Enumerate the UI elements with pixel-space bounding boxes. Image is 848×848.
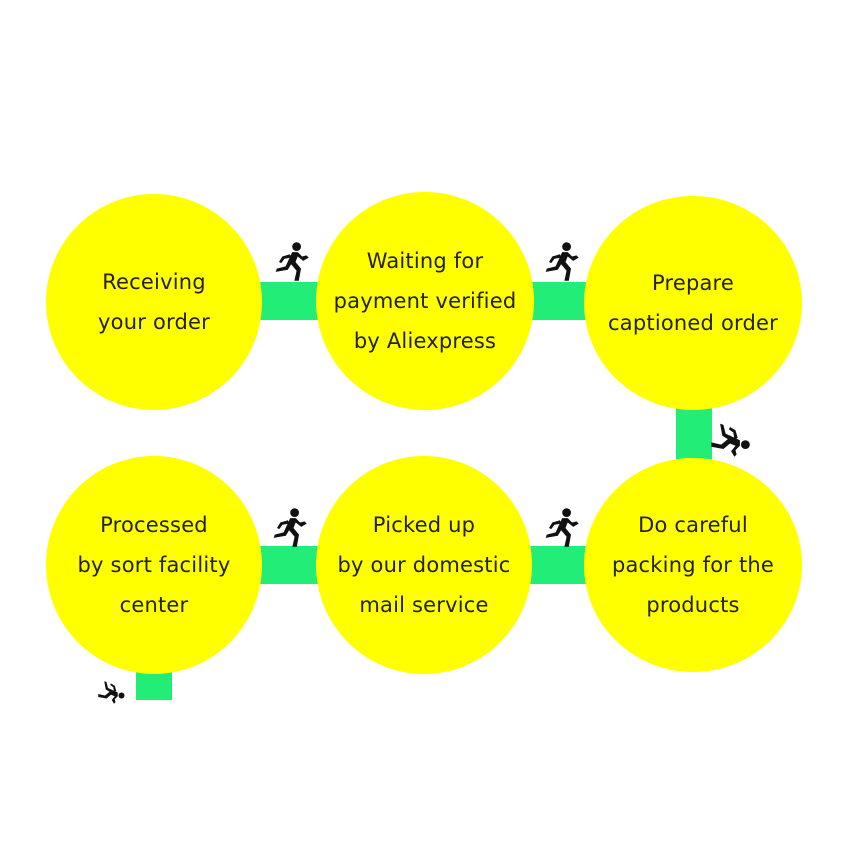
running-person-icon xyxy=(538,506,582,550)
running-person-icon xyxy=(266,506,310,550)
running-person-icon xyxy=(708,416,752,460)
connector-2-3 xyxy=(530,282,590,320)
connector-6-exit xyxy=(136,672,172,700)
connector-3-4 xyxy=(676,406,712,462)
step-receiving-order: Receiving your order xyxy=(46,194,262,410)
step-label: Do careful packing for the products xyxy=(611,513,775,617)
running-person-icon xyxy=(268,240,312,284)
connector-5-6 xyxy=(258,546,322,584)
step-picked-up: Picked up by our domestic mail service xyxy=(316,456,532,674)
step-waiting-payment: Waiting for payment verified by Aliexpre… xyxy=(316,192,534,410)
connector-4-5 xyxy=(530,546,590,584)
step-label: Picked up by our domestic mail service xyxy=(337,513,511,617)
step-label: Processed by sort facility center xyxy=(77,513,231,617)
step-prepare-order: Prepare captioned order xyxy=(584,196,802,410)
step-label: Receiving your order xyxy=(98,270,210,334)
step-label: Waiting for payment verified by Aliexpre… xyxy=(333,249,517,353)
connector-1-2 xyxy=(258,282,322,320)
step-sort-facility: Processed by sort facility center xyxy=(46,456,262,674)
step-label: Prepare captioned order xyxy=(608,271,778,335)
step-careful-packing: Do careful packing for the products xyxy=(584,458,802,672)
running-person-icon xyxy=(96,676,126,706)
running-person-icon xyxy=(538,240,582,284)
